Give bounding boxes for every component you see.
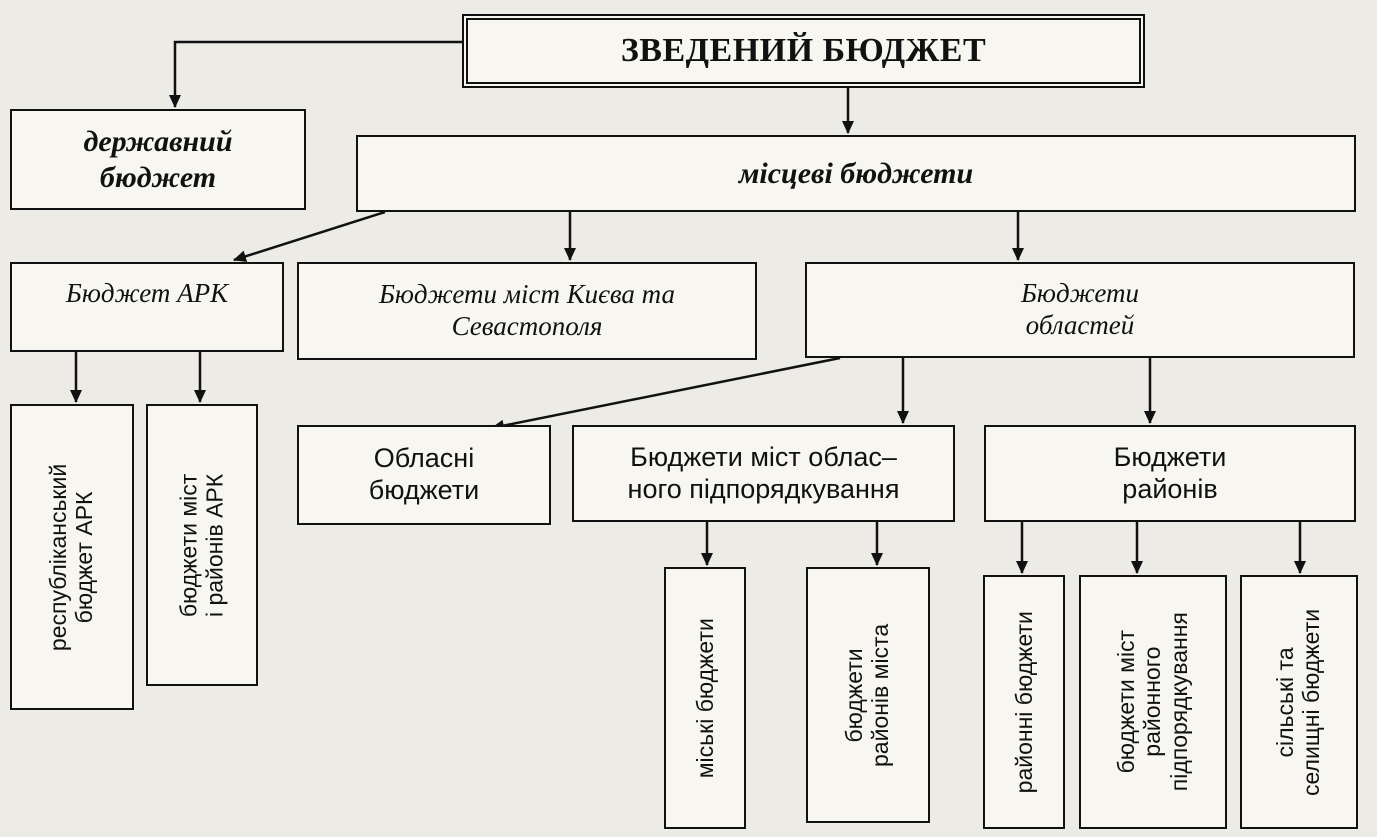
regional-budgets-label: Обласні бюджети [368,443,480,505]
village-budgets-label: сільські та селищні бюджети [1272,608,1325,796]
oblast-cities-label: Бюджети міст облас– ного підпорядкування [627,441,900,504]
oblast-cities-node: Бюджети міст облас– ного підпорядкування [572,425,955,522]
raion-budgets-label: районні бюджети [1010,610,1037,794]
city-district-budgets-node: бюджети районів міста [806,567,930,823]
village-budgets-node: сільські та селищні бюджети [1240,575,1358,829]
kyiv-sevastopol-label: Бюджети міст Києва та Севастополя [378,279,676,341]
ark-republic-node: республіканський бюджет АРК [10,404,134,710]
state-budget-label: державний бюджет [83,125,233,194]
raion-cities-node: бюджети міст районного підпорядкування [1079,575,1227,829]
district-budgets-label: Бюджети районів [1113,441,1227,504]
state-budget-node: державний бюджет [10,109,306,210]
oblast-budgets-node: Бюджети областей [805,262,1355,358]
ark-budget-node: Бюджет АРК [10,262,284,352]
local-budgets-label: місцеві бюджети [738,156,974,190]
root-node: ЗВЕДЕНИЙ БЮДЖЕТ [462,14,1145,88]
oblast-budgets-label: Бюджети областей [1020,278,1139,340]
ark-republic-label: республіканський бюджет АРК [45,463,98,651]
raion-cities-label: бюджети міст районного підпорядкування [1113,612,1193,792]
arrow-local-to-ark [233,210,386,263]
district-budgets-node: Бюджети районів [984,425,1356,522]
city-budgets-label: міські бюджети [691,617,718,779]
local-budgets-node: місцеві бюджети [356,135,1356,212]
ark-cities-districts-node: бюджети міст і районів АРК [146,404,258,686]
kyiv-sevastopol-node: Бюджети міст Києва та Севастополя [297,262,757,360]
ark-budget-label: Бюджет АРК [65,278,229,308]
regional-budgets-node: Обласні бюджети [297,425,551,525]
arrow-root-to-state [169,40,462,108]
raion-budgets-node: районні бюджети [983,575,1065,829]
arrow-oblasts-to-regional [491,356,841,432]
ark-cities-districts-label: бюджети міст і районів АРК [175,473,229,617]
city-district-budgets-label: бюджети районів міста [841,623,895,767]
city-budgets-node: міські бюджети [664,567,746,829]
root-node-label: ЗВЕДЕНИЙ БЮДЖЕТ [620,31,987,69]
